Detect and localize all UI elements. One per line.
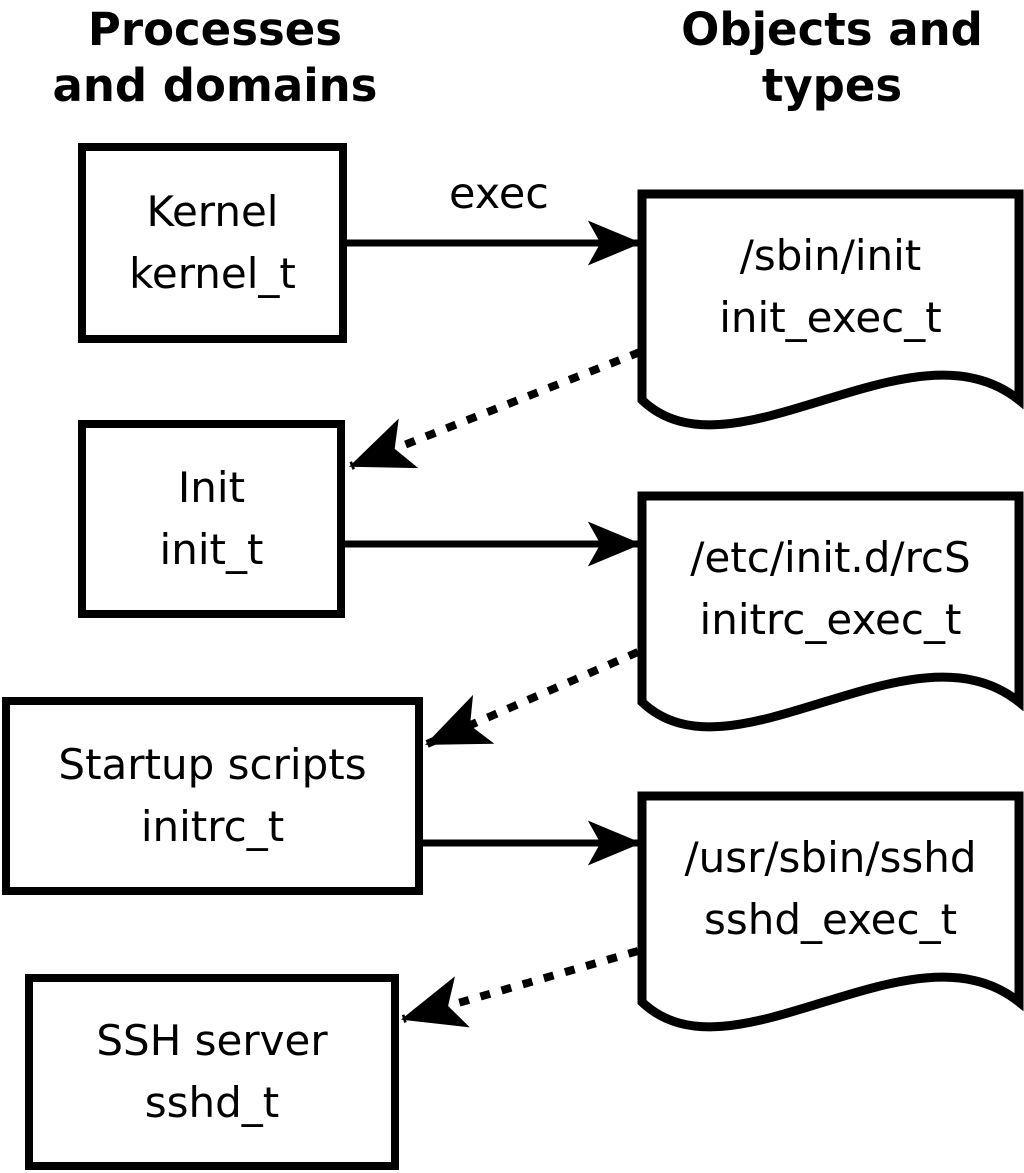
column-header-processes: Processes and domains bbox=[0, 2, 430, 114]
exec-arrow-label: exec bbox=[449, 169, 549, 219]
object-doc-usr-sbin-sshd: /usr/sbin/sshd sshd_exec_t bbox=[642, 800, 1019, 978]
domain-type: initrc_t bbox=[140, 802, 285, 851]
process-box-kernel: Kernel kernel_t bbox=[78, 143, 347, 343]
object-type: initrc_exec_t bbox=[699, 595, 962, 644]
document-shape-usr-sbin-sshd bbox=[637, 791, 1024, 1032]
object-path: /usr/sbin/sshd bbox=[684, 833, 977, 882]
document-shape-sbin-init bbox=[637, 189, 1024, 430]
domain-type: init_t bbox=[159, 525, 264, 574]
column-header-objects: Objects and types bbox=[634, 2, 1024, 114]
process-box-startup-scripts: Startup scripts initrc_t bbox=[2, 697, 423, 895]
transition-arrow-to-initrc-t bbox=[425, 648, 640, 748]
process-name: Startup scripts bbox=[58, 740, 367, 789]
object-type: init_exec_t bbox=[719, 293, 942, 342]
column-header-objects-line1: Objects and bbox=[681, 3, 983, 56]
transition-arrow-to-sshd-t bbox=[400, 947, 640, 1028]
process-name: Kernel bbox=[146, 187, 279, 236]
column-header-processes-line1: Processes bbox=[87, 3, 343, 56]
document-shape-etc-initd-rcs bbox=[637, 491, 1024, 732]
object-doc-sbin-init: /sbin/init init_exec_t bbox=[642, 198, 1019, 376]
process-box-init: Init init_t bbox=[78, 420, 345, 618]
object-doc-etc-initd-rcs: /etc/init.d/rcS initrc_exec_t bbox=[642, 500, 1019, 678]
domain-type: kernel_t bbox=[129, 249, 296, 298]
object-type: sshd_exec_t bbox=[703, 895, 958, 944]
domain-type: sshd_t bbox=[144, 1078, 280, 1127]
process-box-ssh-server: SSH server sshd_t bbox=[25, 974, 399, 1170]
object-path: /etc/init.d/rcS bbox=[690, 533, 971, 582]
process-name: Init bbox=[177, 463, 246, 512]
transition-arrow-to-init-t bbox=[349, 348, 642, 470]
process-name: SSH server bbox=[96, 1016, 328, 1065]
column-header-objects-line2: types bbox=[761, 59, 903, 112]
object-path: /sbin/init bbox=[739, 231, 922, 280]
column-header-processes-line2: and domains bbox=[52, 59, 378, 112]
